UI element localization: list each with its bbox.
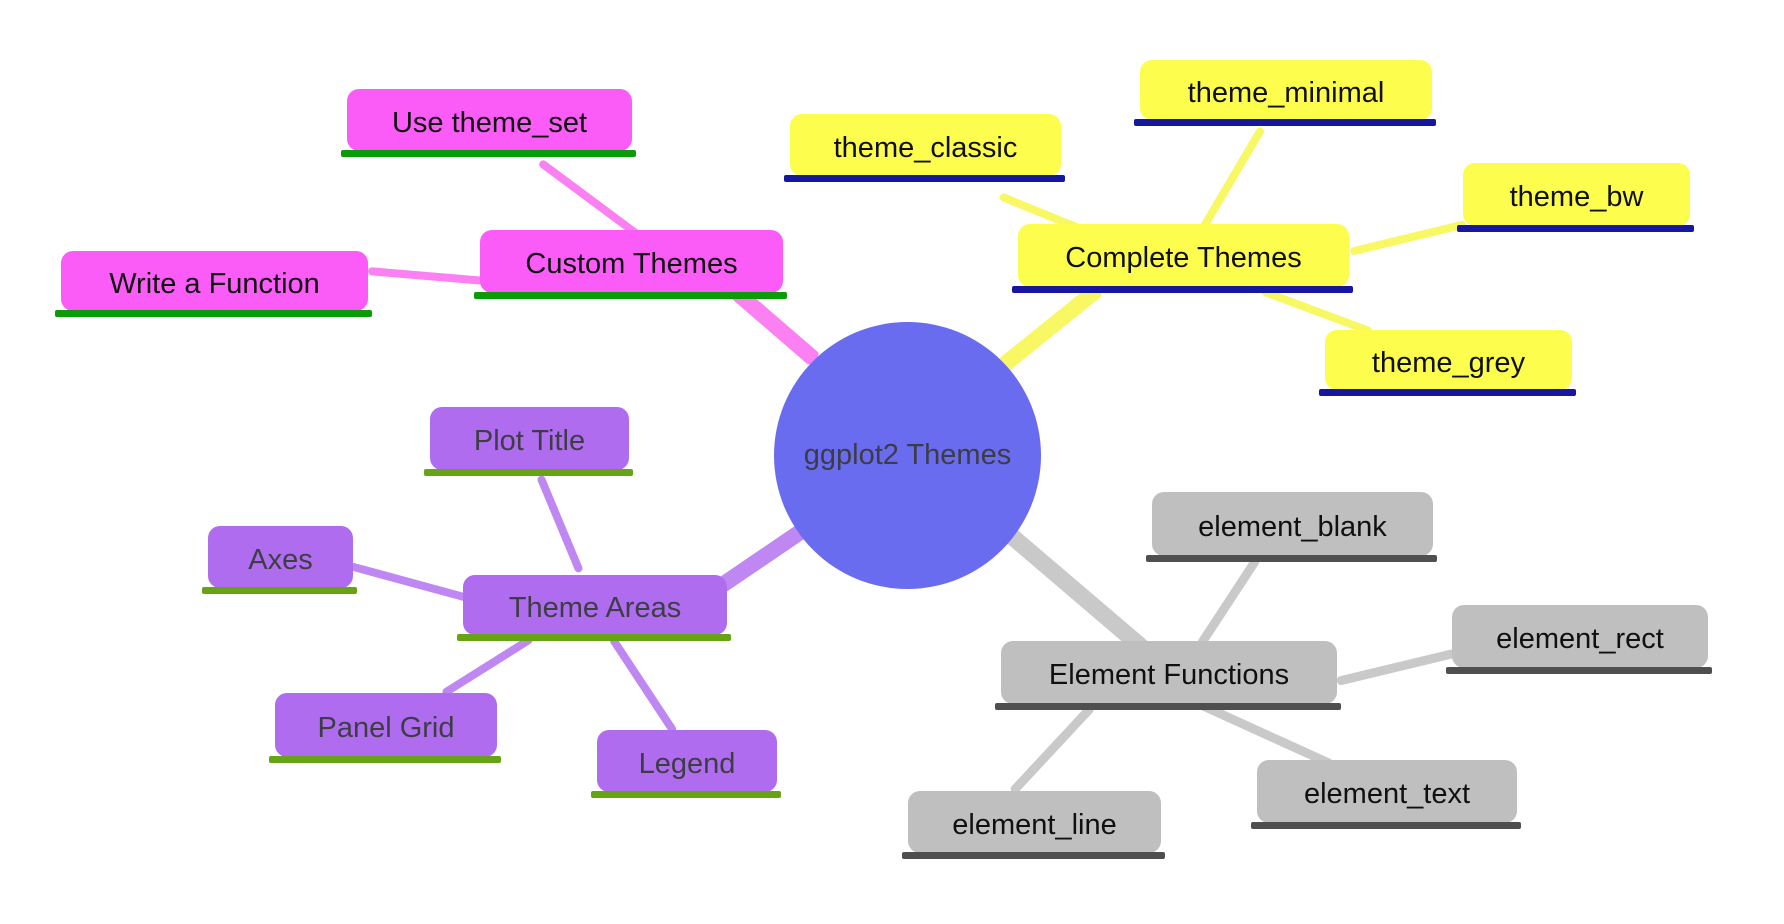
node-underline: [55, 310, 372, 317]
node-label: Use theme_set: [391, 106, 588, 139]
node-underline: [1457, 225, 1694, 232]
connector-line: [367, 267, 487, 285]
node-axes[interactable]: Axes: [202, 526, 357, 594]
connector-line: [348, 562, 477, 604]
node-underline: [902, 852, 1165, 859]
connector-line: [1199, 125, 1266, 231]
node-underline: [1446, 667, 1712, 674]
connector-line: [536, 474, 584, 574]
node-underline: [1012, 286, 1353, 293]
node-label: element_text: [1303, 778, 1471, 810]
node-underline: [457, 634, 731, 641]
connector-line: [1349, 220, 1467, 256]
node-theme-minimal[interactable]: theme_minimal: [1134, 60, 1436, 126]
node-plot-title[interactable]: Plot Title: [424, 407, 633, 476]
connector-line: [1260, 287, 1374, 336]
node-element-blank[interactable]: element_blank: [1146, 492, 1437, 562]
node-underline: [341, 150, 636, 157]
connector-line: [994, 282, 1104, 375]
node-use-theme-set[interactable]: Use theme_set: [341, 89, 636, 157]
node-element-line[interactable]: element_line: [902, 791, 1165, 859]
node-label: Panel Grid: [317, 711, 455, 744]
node-custom-themes[interactable]: Custom Themes: [474, 230, 787, 299]
connector-line: [1008, 702, 1096, 796]
node-element-rect[interactable]: element_rect: [1446, 605, 1712, 674]
node-underline: [995, 703, 1341, 710]
node-element-functions[interactable]: Element Functions: [995, 641, 1341, 710]
node-underline: [1134, 119, 1436, 126]
node-label: Complete Themes: [1065, 242, 1302, 274]
node-label: theme_classic: [833, 131, 1018, 164]
node-theme-classic[interactable]: theme_classic: [784, 114, 1065, 182]
node-label: theme_minimal: [1187, 76, 1385, 109]
node-label: Element Functions: [1048, 659, 1290, 691]
node-underline: [591, 791, 781, 798]
node-label: element_blank: [1198, 510, 1387, 543]
node-element-text[interactable]: element_text: [1251, 760, 1521, 829]
connector-line: [608, 635, 678, 735]
node-complete-themes[interactable]: Complete Themes: [1012, 224, 1353, 293]
node-write-a-function[interactable]: Write a Function: [55, 251, 372, 317]
center-node-label: ggplot2 Themes: [803, 439, 1012, 471]
node-theme-grey[interactable]: theme_grey: [1319, 330, 1576, 396]
connector-line: [1196, 555, 1261, 648]
node-label: Write a Function: [109, 267, 320, 300]
node-label: Custom Themes: [525, 248, 738, 280]
node-label: Axes: [248, 543, 313, 576]
node-underline: [474, 292, 787, 299]
connector-line: [1198, 699, 1334, 769]
node-label: Theme Areas: [508, 591, 682, 624]
node-underline: [784, 175, 1065, 182]
node-legend[interactable]: Legend: [591, 730, 781, 798]
node-label: Legend: [638, 747, 736, 780]
node-label: element_rect: [1496, 623, 1664, 655]
node-underline: [1251, 822, 1521, 829]
node-panel-grid[interactable]: Panel Grid: [269, 693, 501, 763]
node-ggplot2-themes[interactable]: ggplot2 Themes: [774, 322, 1041, 589]
node-label: Plot Title: [473, 425, 586, 457]
node-underline: [202, 587, 357, 594]
node-underline: [424, 469, 633, 476]
node-underline: [1319, 389, 1576, 396]
node-underline: [269, 756, 501, 763]
node-theme-bw[interactable]: theme_bw: [1457, 163, 1694, 232]
node-label: theme_grey: [1371, 346, 1526, 379]
node-underline: [1146, 555, 1437, 562]
node-label: theme_bw: [1509, 181, 1644, 213]
connector-line: [1335, 647, 1460, 686]
node-label: element_line: [952, 808, 1117, 841]
node-theme-areas[interactable]: Theme Areas: [457, 575, 731, 641]
connector-line: [440, 634, 535, 698]
